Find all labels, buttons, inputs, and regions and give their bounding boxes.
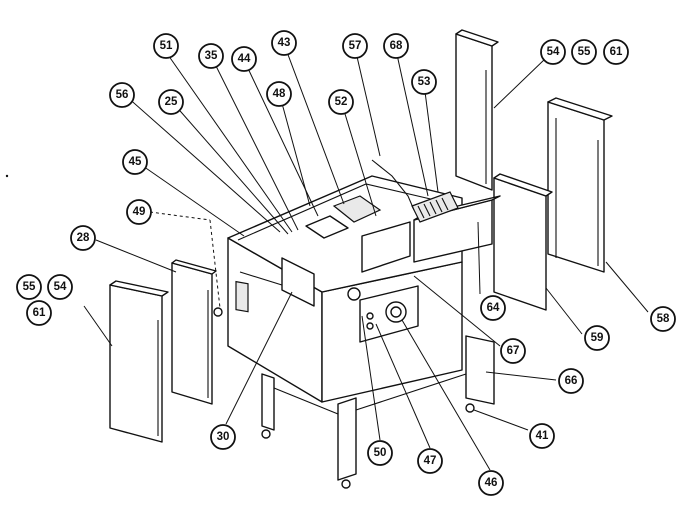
callout-label: 56 <box>116 89 129 101</box>
callout-67: 67 <box>500 338 526 364</box>
callout-label: 28 <box>77 232 90 244</box>
callout-label: 61 <box>610 46 623 58</box>
callout-46: 46 <box>478 470 504 496</box>
callout-label: 53 <box>418 76 431 88</box>
callout-64: 64 <box>480 295 506 321</box>
callout-35: 35 <box>198 43 224 69</box>
callout-label: 48 <box>273 88 286 100</box>
callout-49: 49 <box>126 199 152 225</box>
left-outer-side-panel <box>109 280 169 443</box>
shelf-bracket <box>361 159 415 273</box>
callout-57: 57 <box>342 33 368 59</box>
callout-52: 52 <box>328 89 354 115</box>
callout-55-top: 55 <box>571 39 597 65</box>
callout-47: 47 <box>417 448 443 474</box>
callout-51-top: 51 <box>153 33 179 59</box>
callout-label: 52 <box>335 96 348 108</box>
callout-58: 58 <box>650 306 676 332</box>
callout-56: 56 <box>109 82 135 108</box>
callout-48: 48 <box>266 81 292 107</box>
base-frame <box>261 335 495 489</box>
front-rail <box>281 257 315 307</box>
callout-25: 25 <box>158 89 184 115</box>
callout-44: 44 <box>231 46 257 72</box>
callout-43: 43 <box>271 30 297 56</box>
callout-66: 66 <box>558 368 584 394</box>
left-inner-side-panel <box>171 259 223 405</box>
callout-30: 30 <box>210 424 236 450</box>
callout-label: 67 <box>507 345 520 357</box>
callout-61-left: 61 <box>26 300 52 326</box>
right-rear-panel <box>547 97 613 273</box>
callout-label: 51 <box>160 40 173 52</box>
callout-label: 55 <box>23 281 36 293</box>
callout-45: 45 <box>122 149 148 175</box>
control-box <box>347 285 419 343</box>
callout-label: 43 <box>278 37 291 49</box>
callout-label: 35 <box>205 50 218 62</box>
callout-label: 64 <box>487 302 500 314</box>
callout-68: 68 <box>383 33 409 59</box>
callout-54-left: 54 <box>47 274 73 300</box>
callout-label: 58 <box>657 313 670 325</box>
callout-label: 30 <box>217 431 230 443</box>
callout-label: 68 <box>390 40 403 52</box>
callout-label: 59 <box>591 332 604 344</box>
callout-55-left: 55 <box>16 274 42 300</box>
callout-label: 50 <box>374 447 387 459</box>
callout-label: 46 <box>485 477 498 489</box>
callout-label: 57 <box>349 40 362 52</box>
right-side-panel <box>493 173 553 311</box>
callout-50: 50 <box>367 440 393 466</box>
rear-panel <box>455 29 499 191</box>
callout-54-top: 54 <box>540 39 566 65</box>
top-plate-small <box>305 215 349 239</box>
callout-59: 59 <box>584 325 610 351</box>
callout-label: 44 <box>238 53 251 65</box>
callout-label: 66 <box>565 375 578 387</box>
callout-label: 55 <box>578 46 591 58</box>
top-plate-large <box>332 195 382 223</box>
stray-dot <box>5 174 9 178</box>
callout-label: 54 <box>547 46 560 58</box>
callout-53: 53 <box>411 69 437 95</box>
callout-label: 45 <box>129 156 142 168</box>
callout-label: 49 <box>133 206 146 218</box>
heating-element <box>411 191 459 223</box>
callout-label: 41 <box>536 430 549 442</box>
callout-label: 25 <box>165 96 178 108</box>
callout-label: 54 <box>54 281 67 293</box>
callout-41: 41 <box>529 423 555 449</box>
leader-lines <box>83 43 649 471</box>
callout-label: 47 <box>424 455 437 467</box>
callout-label: 61 <box>33 307 46 319</box>
callout-61-top: 61 <box>603 39 629 65</box>
callout-28: 28 <box>70 225 96 251</box>
